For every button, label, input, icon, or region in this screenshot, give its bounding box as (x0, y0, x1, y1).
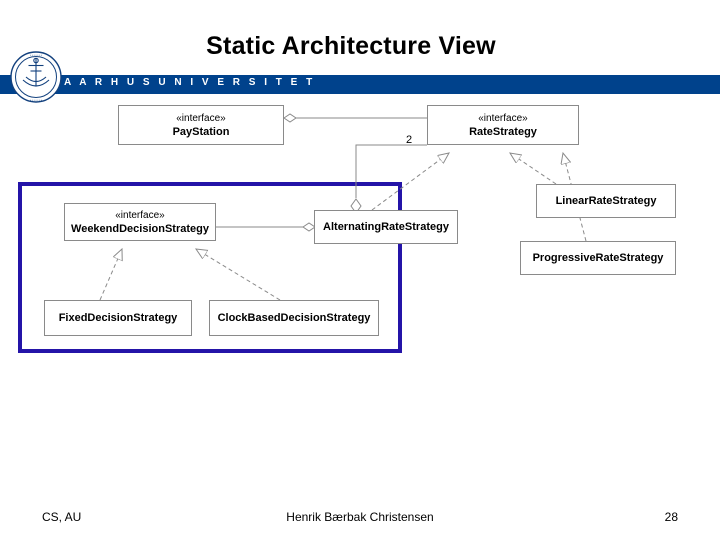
uml-stereotype: «interface» (115, 209, 165, 221)
uml-class-paystation[interactable]: «interface» PayStation (118, 105, 284, 145)
aarhus-university-bar-label: A A R H U S U N I V E R S I T E T (64, 77, 316, 88)
uml-class-alternatingratestrategy[interactable]: AlternatingRateStrategy (314, 210, 458, 244)
uml-multiplicity-label: 2 (406, 134, 413, 146)
uml-stereotype: «interface» (176, 112, 226, 124)
footer-author: Henrik Bærbak Christensen (286, 510, 434, 524)
uml-class-name: LinearRateStrategy (555, 195, 657, 207)
aarhus-university-seal-icon: • • • • • • • • • • • • • • (10, 51, 62, 103)
uml-class-name: RateStrategy (469, 125, 537, 138)
svg-text:• • • • • • •: • • • • • • • (30, 53, 42, 57)
uml-class-name: WeekendDecisionStrategy (71, 222, 209, 235)
footer-page-number: 28 (664, 510, 678, 524)
uml-class-name: AlternatingRateStrategy (323, 221, 449, 233)
uml-stereotype: «interface» (478, 112, 528, 124)
uml-class-progressiveratestrategy[interactable]: ProgressiveRateStrategy (520, 241, 676, 275)
aarhus-university-bar (0, 75, 720, 94)
uml-class-fixeddecisionstrategy[interactable]: FixedDecisionStrategy (44, 300, 192, 336)
uml-class-clockbaseddecisionstrategy[interactable]: ClockBasedDecisionStrategy (209, 300, 379, 336)
footer-left-text: CS, AU (42, 510, 82, 524)
relation-realization-linear-ratestrategy (510, 153, 557, 185)
uml-class-name: ClockBasedDecisionStrategy (217, 312, 371, 324)
uml-class-name: FixedDecisionStrategy (58, 312, 178, 324)
highlight-rectangle (18, 182, 402, 353)
uml-class-linearratestrategy[interactable]: LinearRateStrategy (536, 184, 676, 218)
uml-class-name: PayStation (172, 125, 230, 138)
svg-text:• • • • • • •: • • • • • • • (30, 98, 42, 102)
page-title: Static Architecture View (206, 32, 496, 60)
uml-class-name: ProgressiveRateStrategy (532, 252, 664, 264)
uml-class-weekenddecisionstrategy[interactable]: «interface» WeekendDecisionStrategy (64, 203, 216, 241)
uml-class-ratestrategy[interactable]: «interface» RateStrategy (427, 105, 579, 145)
relation-aggregation-paystation-ratestrategy (283, 113, 427, 123)
